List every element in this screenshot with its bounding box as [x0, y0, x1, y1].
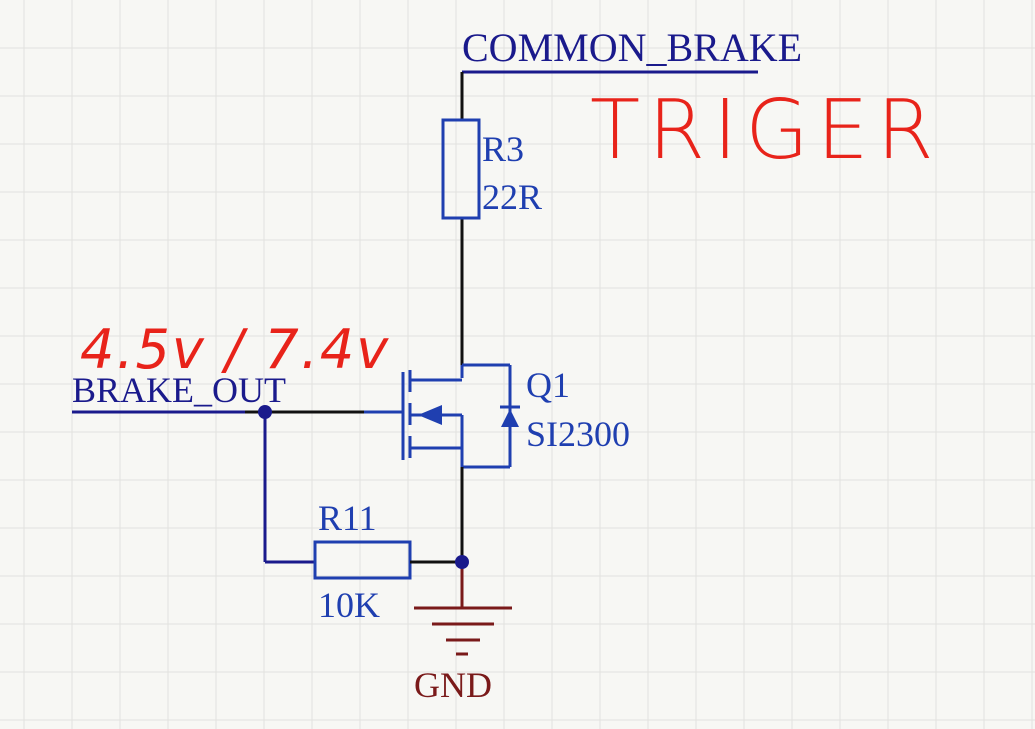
voltage-annotation: 4.5v / 7.4v: [80, 318, 390, 381]
junction-gnd-node: [455, 555, 469, 569]
r11-designator: R11: [318, 498, 377, 538]
junction-brake-out: [258, 405, 272, 419]
q1-part-number: SI2300: [526, 414, 630, 454]
common-brake-net-label: COMMON_BRAKE: [462, 25, 802, 70]
trigger-annotation: TRIGER: [590, 83, 942, 178]
r3-value: 22R: [482, 177, 542, 217]
r11-value: 10K: [318, 585, 380, 625]
r3-resistor[interactable]: [441, 118, 481, 220]
r11-resistor[interactable]: [313, 540, 412, 580]
q1-designator: Q1: [526, 365, 570, 405]
gnd-symbol[interactable]: [414, 606, 512, 656]
q1-body-diode: [501, 409, 519, 427]
q1-channel-arrow: [418, 405, 442, 425]
brake-out-net-label: BRAKE_OUT: [72, 370, 286, 410]
gnd-label: GND: [414, 665, 492, 705]
r3-designator: R3: [482, 129, 524, 169]
